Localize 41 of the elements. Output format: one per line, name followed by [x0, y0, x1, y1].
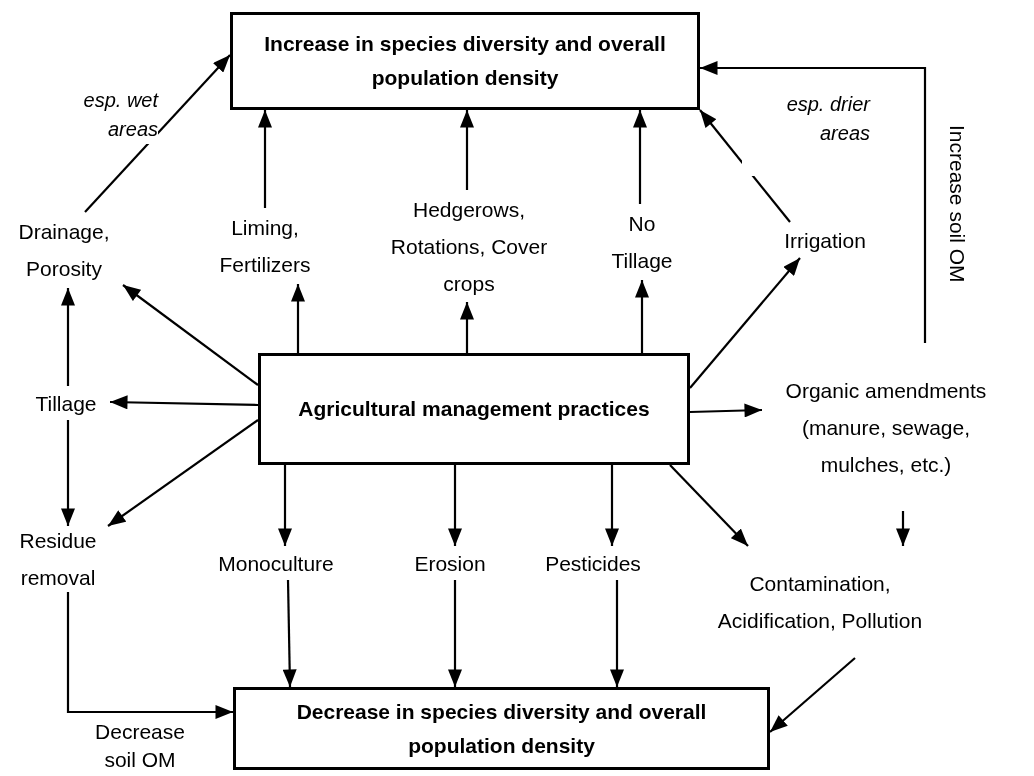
arrow: [61, 288, 75, 386]
arrow: [605, 465, 619, 546]
arrow: [460, 110, 474, 190]
process-box: Agricultural management practices: [258, 353, 690, 465]
arrow: [769, 657, 856, 733]
arrow: [689, 403, 763, 418]
arrow: [109, 395, 259, 410]
node-label: Monoculture: [212, 546, 340, 580]
process-box: Decrease in species diversity and overall population density: [233, 687, 770, 770]
node-label: Erosion: [400, 546, 500, 580]
arrow: [448, 465, 462, 546]
arrow: [278, 465, 292, 546]
arrow: [84, 54, 231, 213]
arrow: [282, 579, 297, 688]
arrow: [699, 109, 791, 223]
arrow: [291, 284, 305, 353]
arrow: [633, 110, 647, 204]
arrow: [610, 580, 624, 687]
node-label: Liming, Fertilizers: [200, 208, 330, 284]
node-label: Contamination, Acidification, Pollution: [692, 546, 948, 658]
arrow: [635, 280, 649, 353]
arrow: [700, 61, 927, 343]
arrow: [689, 257, 801, 389]
node-label: Hedgerows, Rotations, Cover crops: [390, 190, 548, 302]
node-label: Tillage: [22, 386, 110, 420]
arrow: [122, 284, 259, 386]
arrow: [61, 420, 75, 526]
arrow: [896, 511, 910, 546]
arrow: [66, 592, 233, 719]
node-label: Drainage, Porosity: [5, 212, 123, 288]
node-label: Irrigation: [765, 222, 885, 258]
node-label: Residue removal: [8, 526, 108, 592]
arrow: [669, 464, 749, 547]
node-label: Pesticides: [526, 546, 660, 580]
arrow: [107, 419, 259, 527]
node-label: No Tillage: [600, 204, 684, 280]
process-box: Increase in species diversity and overall population density: [230, 12, 700, 110]
arrow: [258, 110, 272, 208]
arrow: [460, 302, 474, 353]
arrow: [448, 580, 462, 687]
node-label: Organic amendments (manure, sewage, mulches, etc.): [762, 343, 1010, 511]
